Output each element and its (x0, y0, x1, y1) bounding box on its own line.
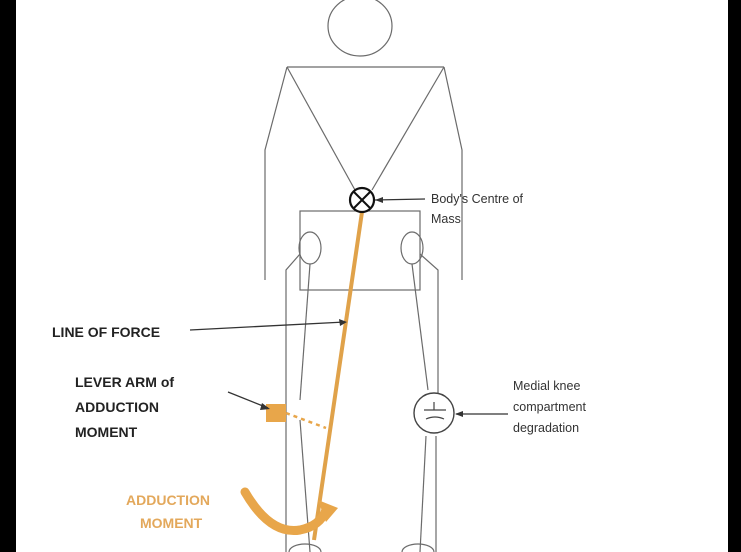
knee-joint-icon (414, 393, 454, 433)
medial-knee-label-2: compartment (513, 400, 586, 414)
adduction-moment-label-1: ADDUCTION (126, 492, 210, 508)
medial-knee-label-3: degradation (513, 421, 579, 435)
medial-knee-label-1: Medial knee (513, 379, 580, 393)
lever-arm-marker (266, 404, 286, 422)
lever-arm-label-2: ADDUCTION (75, 399, 159, 415)
centre-of-mass-label-2: Mass (431, 212, 461, 226)
circle-cross-icon (350, 188, 374, 212)
centre-of-mass-label-1: Body's Centre of (431, 192, 524, 206)
adduction-moment-label-2: MOMENT (140, 515, 203, 531)
diagram-panel (16, 0, 728, 552)
lever-arm-label-3: MOMENT (75, 424, 138, 440)
line-of-force-label: LINE OF FORCE (52, 324, 160, 340)
lever-arm-label-1: LEVER ARM of (75, 374, 174, 390)
